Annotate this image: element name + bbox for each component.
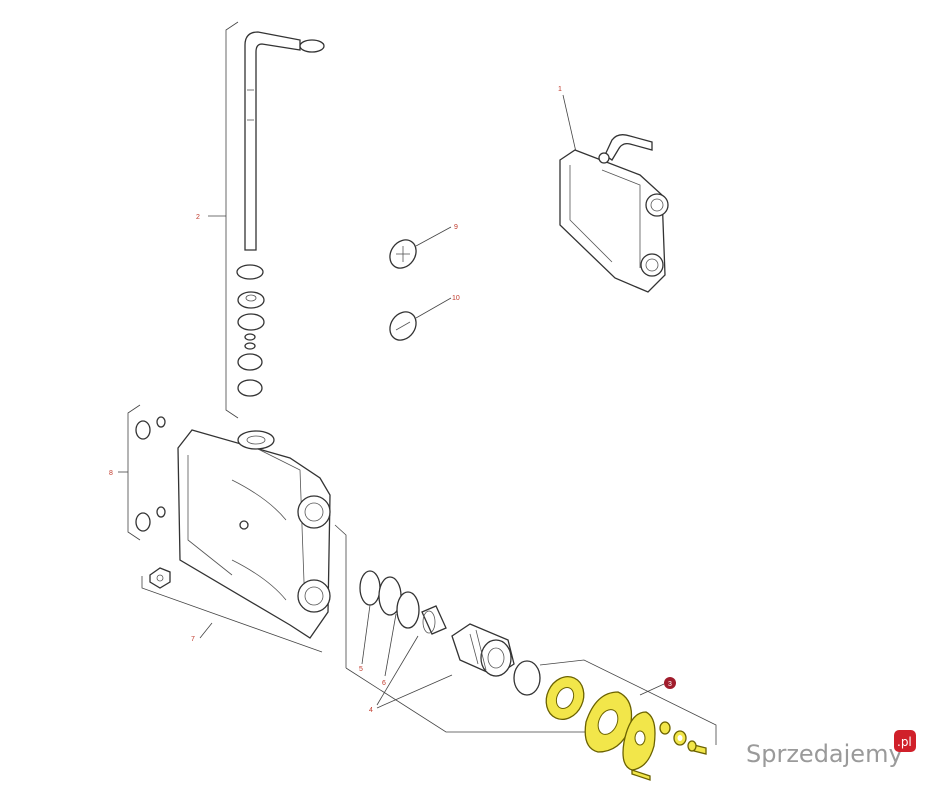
item-1-valve-housing bbox=[559, 94, 669, 293]
callout-7: 7 bbox=[191, 636, 195, 643]
sprzedajemy-watermark: Sprzedajemy .pl bbox=[746, 730, 916, 768]
callout-6: 6 bbox=[382, 680, 386, 687]
watermark-text: Sprzedajemy bbox=[746, 740, 903, 768]
items-4-5-6-seals-and-spool bbox=[345, 570, 632, 733]
item-8-o-rings bbox=[118, 404, 166, 541]
item-7-valve-body bbox=[141, 429, 347, 668]
callout-8: 8 bbox=[109, 470, 113, 477]
item-3-callout-badge bbox=[664, 677, 676, 689]
item-3-cover-kit-highlighted bbox=[539, 659, 717, 781]
callout-4: 4 bbox=[369, 707, 373, 714]
item-2-tube-assembly bbox=[208, 21, 325, 419]
callout-3: 3 bbox=[668, 681, 672, 688]
watermark-badge bbox=[894, 730, 916, 752]
callout-5: 5 bbox=[359, 666, 363, 673]
item-9-plug bbox=[389, 226, 452, 269]
item-10-plug bbox=[389, 297, 452, 341]
callout-10: 10 bbox=[452, 295, 460, 302]
watermark-badge-text: .pl bbox=[897, 735, 912, 749]
callout-1: 1 bbox=[558, 86, 562, 93]
callout-9: 9 bbox=[454, 224, 458, 231]
callout-2: 2 bbox=[196, 214, 200, 221]
